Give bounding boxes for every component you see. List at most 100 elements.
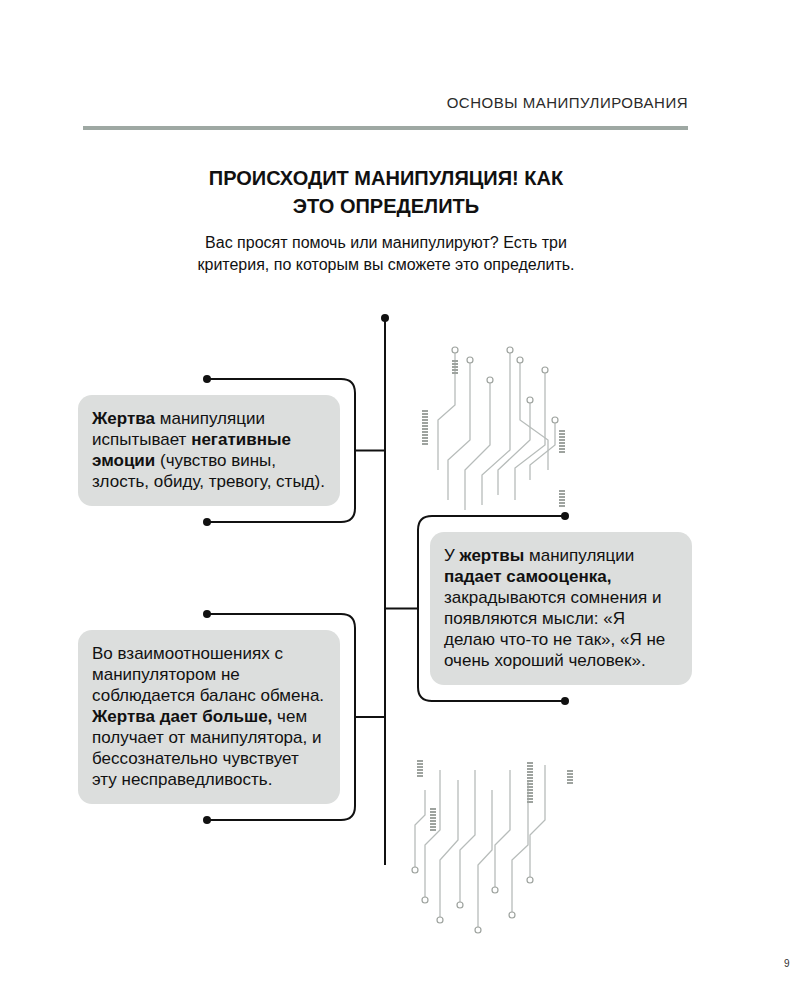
circuit-bar bbox=[422, 443, 428, 445]
circuit-bar bbox=[430, 826, 436, 828]
circuit-trace bbox=[512, 780, 528, 915]
criterion-box: У жертвы манипуляции падает самооценка, … bbox=[430, 532, 692, 685]
circuit-bar bbox=[567, 770, 573, 772]
running-header: ОСНОВЫ МАНИПУЛИРОВАНИЯ bbox=[447, 94, 688, 111]
circuit-bar bbox=[527, 765, 533, 767]
circuit-trace bbox=[478, 790, 492, 930]
circuit-trace bbox=[530, 765, 545, 880]
circuit-node bbox=[527, 397, 533, 403]
circuit-bar bbox=[422, 440, 428, 442]
page-number: 9 bbox=[784, 958, 790, 969]
circuit-bar bbox=[422, 437, 428, 439]
criterion-text: Во взаимоотношениях с манипулятором не с… bbox=[92, 643, 326, 790]
circuit-trace bbox=[448, 360, 470, 500]
circuit-bar bbox=[417, 760, 423, 762]
circuit-bar bbox=[527, 777, 533, 779]
circuit-node bbox=[437, 917, 443, 923]
circuit-bar bbox=[452, 366, 458, 368]
circuit-trace bbox=[440, 780, 458, 920]
criterion-box: Во взаимоотношениях с манипулятором не с… bbox=[78, 630, 340, 804]
circuit-bar bbox=[452, 369, 458, 371]
bracket-dot bbox=[203, 375, 211, 383]
circuit-node bbox=[487, 377, 493, 383]
circuit-bar bbox=[567, 773, 573, 775]
circuit-bar bbox=[417, 763, 423, 765]
circuit-bar bbox=[559, 505, 565, 507]
circuit-bar bbox=[559, 442, 565, 444]
title: ПРОИСХОДИТ МАНИПУЛЯЦИЯ! КАК ЭТО ОПРЕДЕЛИ… bbox=[206, 164, 566, 220]
circuit-bar bbox=[527, 774, 533, 776]
circuit-bar bbox=[422, 416, 428, 418]
circuit-bar bbox=[559, 499, 565, 501]
circuit-bar bbox=[527, 801, 533, 803]
circuit-bar bbox=[527, 798, 533, 800]
circuit-node bbox=[492, 887, 498, 893]
circuit-trace bbox=[498, 400, 530, 495]
circuit-bar bbox=[559, 448, 565, 450]
circuit-bar bbox=[430, 811, 436, 813]
circuit-node bbox=[467, 357, 473, 363]
circuit-bar bbox=[559, 430, 565, 432]
circuit-bar bbox=[422, 428, 428, 430]
circuit-trace bbox=[465, 380, 490, 510]
bracket-dot bbox=[561, 512, 569, 520]
circuit-node bbox=[552, 417, 558, 423]
circuit-bar bbox=[417, 766, 423, 768]
circuit-bar bbox=[559, 496, 565, 498]
circuit-bar bbox=[559, 445, 565, 447]
circuit-node bbox=[457, 902, 463, 908]
circuit-bar bbox=[422, 422, 428, 424]
circuit-bar bbox=[559, 436, 565, 438]
circuit-bar bbox=[422, 413, 428, 415]
circuit-trace bbox=[460, 770, 475, 905]
circuit-node bbox=[509, 912, 515, 918]
circuit-node bbox=[422, 897, 428, 903]
circuit-node bbox=[412, 867, 418, 873]
circuit-bar bbox=[559, 490, 565, 492]
circuit-bar bbox=[527, 795, 533, 797]
bracket-stub bbox=[355, 450, 385, 452]
circuit-bar bbox=[417, 772, 423, 774]
circuit-bar bbox=[567, 776, 573, 778]
header-rule bbox=[83, 126, 688, 130]
circuit-bar bbox=[527, 789, 533, 791]
circuit-bar bbox=[559, 493, 565, 495]
circuit-bar bbox=[567, 782, 573, 784]
circuit-node bbox=[527, 877, 533, 883]
bracket-dot bbox=[203, 518, 211, 526]
circuit-node bbox=[517, 357, 523, 363]
circuit-node bbox=[452, 347, 458, 353]
circuit-bar bbox=[452, 363, 458, 365]
circuit-bar bbox=[567, 779, 573, 781]
criterion-text: Жертва манипуляции испытывает негативные… bbox=[92, 408, 326, 492]
bracket-stub bbox=[385, 608, 418, 610]
circuit-bar bbox=[527, 783, 533, 785]
circuit-bar bbox=[559, 502, 565, 504]
circuit-bar bbox=[527, 771, 533, 773]
spine-line bbox=[384, 318, 386, 865]
circuit-bar bbox=[527, 762, 533, 764]
circuit-trace bbox=[415, 790, 425, 870]
circuit-bar bbox=[422, 419, 428, 421]
circuit-node bbox=[542, 367, 548, 373]
circuit-bar bbox=[430, 829, 436, 831]
circuit-node bbox=[507, 347, 513, 353]
circuit-bar bbox=[430, 814, 436, 816]
circuit-bar bbox=[527, 768, 533, 770]
circuit-bar bbox=[417, 769, 423, 771]
circuit-bar bbox=[559, 439, 565, 441]
circuit-bar bbox=[430, 817, 436, 819]
spine-dot bbox=[381, 314, 389, 322]
circuit-bar bbox=[452, 360, 458, 362]
circuit-bar bbox=[422, 434, 428, 436]
circuit-bar bbox=[452, 372, 458, 374]
circuit-bar bbox=[430, 820, 436, 822]
circuit-trace bbox=[425, 770, 440, 900]
bracket-dot bbox=[561, 697, 569, 705]
circuit-bar bbox=[422, 410, 428, 412]
circuit-bar bbox=[417, 775, 423, 777]
circuit-bar bbox=[422, 425, 428, 427]
circuit-bar bbox=[527, 786, 533, 788]
subtitle-text: Вас просят помочь или манипулируют? Есть… bbox=[170, 232, 602, 276]
